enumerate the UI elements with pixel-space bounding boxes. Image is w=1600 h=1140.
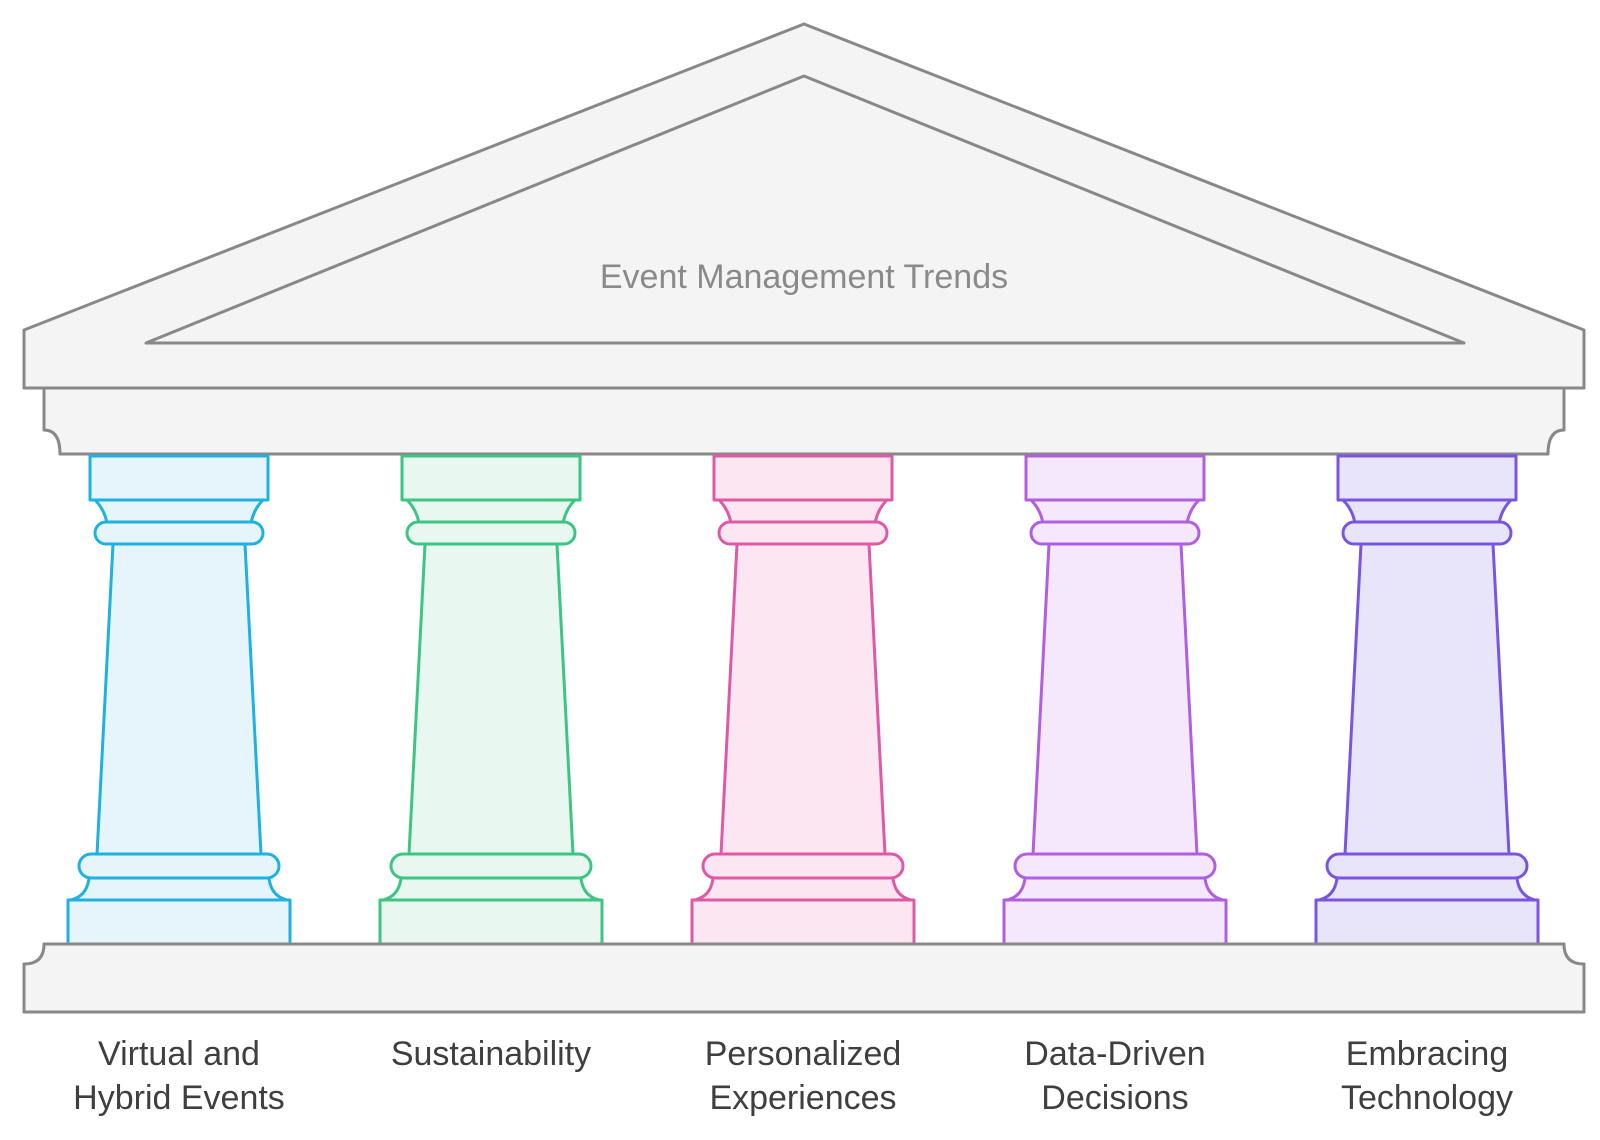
pillar-capital <box>712 454 894 502</box>
pillar-label-line: Decisions <box>1041 1079 1189 1117</box>
pillar-top-ring <box>1341 520 1513 546</box>
pillar-echinus <box>1341 498 1513 526</box>
pillar-top-ring <box>1029 520 1201 546</box>
pillar-flare <box>693 876 913 902</box>
pillar-bottom-ring <box>1325 852 1529 880</box>
pillar-bottom-ring <box>1013 852 1217 880</box>
pillar-label-line: Virtual and <box>98 1035 260 1073</box>
architrave-beam <box>42 386 1566 456</box>
pillar-label-line: Hybrid Events <box>73 1079 285 1117</box>
pillar-plinth <box>66 898 292 946</box>
pillar-capital <box>1024 454 1206 502</box>
pillar-echinus <box>405 498 577 526</box>
pillar-label-line: Technology <box>1340 1079 1513 1117</box>
pillar-label-line: Personalized <box>704 1035 902 1073</box>
pillar-top-ring <box>717 520 889 546</box>
pillar-shaft <box>719 542 887 856</box>
pillar-capital <box>400 454 582 502</box>
roof-inner-triangle <box>144 74 1466 345</box>
pillar-top-ring <box>405 520 577 546</box>
pillar-5 <box>1314 454 1540 946</box>
base-step <box>22 942 1586 1014</box>
diagram-title: Event Management Trends <box>600 258 1008 296</box>
pillar-1 <box>66 454 292 946</box>
pillar-plinth <box>690 898 916 946</box>
pillar-capital <box>88 454 270 502</box>
pillar-3 <box>690 454 916 946</box>
pillar-shaft <box>95 542 263 856</box>
pillars-group <box>66 454 1540 946</box>
pillar-bottom-ring <box>389 852 593 880</box>
pillar-flare <box>381 876 601 902</box>
pillar-shaft <box>407 542 575 856</box>
pillar-plinth <box>1314 898 1540 946</box>
pillar-label-line: Data-Driven <box>1024 1035 1206 1073</box>
pillar-2 <box>378 454 604 946</box>
pillar-echinus <box>717 498 889 526</box>
pillar-plinth <box>378 898 604 946</box>
pillar-flare <box>69 876 289 902</box>
pillar-capital <box>1336 454 1518 502</box>
pillar-plinth <box>1002 898 1228 946</box>
pillar-label-line: Sustainability <box>390 1035 592 1073</box>
pillar-label-line: Embracing <box>1345 1035 1509 1073</box>
pillar-4 <box>1002 454 1228 946</box>
pillar-flare <box>1005 876 1225 902</box>
pillar-top-ring <box>93 520 265 546</box>
pillar-bottom-ring <box>701 852 905 880</box>
pillar-shaft <box>1031 542 1199 856</box>
pillar-label-2: Sustainability <box>341 1032 641 1076</box>
pillar-echinus <box>1029 498 1201 526</box>
pillar-bottom-ring <box>77 852 281 880</box>
pillar-echinus <box>93 498 265 526</box>
pillar-label-line: Experiences <box>709 1079 897 1117</box>
pillar-flare <box>1317 876 1537 902</box>
pillar-shaft <box>1343 542 1511 856</box>
